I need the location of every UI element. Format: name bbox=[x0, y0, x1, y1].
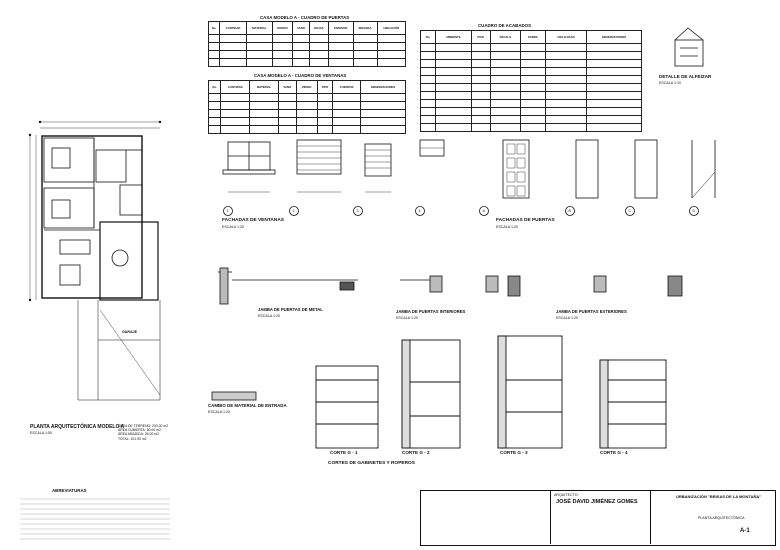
fachadas-ventanas-title: FACHADAS DE VENTANAS bbox=[222, 218, 285, 223]
corte-g4-title: CORTE G - 4 bbox=[600, 450, 628, 455]
finishes-table-title: CUADRO DE ACABADOS bbox=[478, 23, 532, 28]
sheet-number: A-1 bbox=[740, 528, 750, 534]
table-row bbox=[419, 75, 642, 84]
jamba-interiores-scale: ESCALA 1:20 bbox=[396, 316, 418, 320]
plan-scale: ESCALA 1:50 bbox=[30, 431, 52, 435]
cambio-material-scale: ESCALA 1:20 bbox=[208, 410, 230, 414]
jamba-metal-scale: ESCALA 1:20 bbox=[258, 314, 280, 318]
title-block-revisions bbox=[420, 490, 551, 544]
jamba-metal-title: JAMBA DE PUERTAS DE METAL bbox=[258, 307, 323, 312]
alfeizar-scale: ESCALA 1:10 bbox=[659, 81, 681, 85]
door-letter-d: D bbox=[692, 208, 696, 213]
garage-label: GARAJE bbox=[122, 330, 137, 334]
doors-schedule: No. CANTIDAD MATERIAL MARCO VANO HOJAS E… bbox=[207, 21, 407, 67]
architect-label: ARQUITECTO: bbox=[554, 493, 579, 497]
fachadas-puertas-scale: ESCALA 1:20 bbox=[496, 225, 518, 229]
area-total: TOTAL: 101.00 m2 bbox=[118, 436, 147, 441]
sheet-content: PLANTA ARQUITECTÓNICA bbox=[698, 516, 745, 520]
area-cubierta: ÁREA CUBIERTA: 80.00 m2 bbox=[118, 428, 161, 433]
alfeizar-title: DETALLE DE ALFEIZAR bbox=[659, 74, 712, 79]
door-letter-b: B bbox=[568, 208, 571, 213]
fachadas-puertas-title: FACHADAS DE PUERTAS bbox=[496, 218, 555, 223]
cortes-gabinetes-title: CORTES DE GABINETES Y ROPEROS bbox=[328, 461, 415, 466]
table-row bbox=[207, 58, 407, 67]
architect-name: JOSÉ DAVID JIMÉNEZ GOMES bbox=[556, 499, 638, 505]
window-num-2: 2 bbox=[292, 208, 295, 213]
win-h-vidrio: VIDRIO bbox=[295, 80, 318, 94]
corte-g1-title: CORTE G - 1 bbox=[330, 450, 358, 455]
plan-areas: ÁREA DE TERRENO: 200.00 m2 ÁREA CUBIERTA… bbox=[118, 424, 168, 441]
doors-table-title: CASA MODELO A - CUADRO DE PUERTAS bbox=[260, 15, 350, 20]
jamba-exteriores-scale: ESCALA 1:20 bbox=[556, 316, 578, 320]
area-anadida: ÁREA AÑADIDA: 26.00 m2 bbox=[118, 432, 159, 437]
plan-title: PLANTA ARQUITECTÓNICA MODELO A bbox=[30, 424, 125, 430]
table-row bbox=[419, 123, 642, 132]
door-letter-a: A bbox=[482, 208, 485, 213]
title-block-architect bbox=[550, 490, 651, 544]
window-num-3: 3 bbox=[356, 208, 359, 213]
jamba-interiores-title: JAMBA DE PUERTAS INTERIORES bbox=[396, 309, 466, 314]
title-block bbox=[420, 490, 776, 546]
cambio-material-title: CAMBIO DE MATERIAL DE ENTRADA bbox=[208, 403, 287, 408]
fachadas-ventanas-scale: ESCALA 1:20 bbox=[222, 225, 244, 229]
table-row bbox=[207, 101, 407, 110]
window-num-1: 1 bbox=[226, 208, 229, 213]
jamba-exteriores-title: JAMBA DE PUERTAS EXTERIORES bbox=[556, 309, 627, 314]
table-row bbox=[419, 115, 642, 124]
table-row bbox=[207, 42, 407, 51]
area-terreno: ÁREA DE TERRENO: 200.00 m2 bbox=[118, 424, 169, 428]
abreviaturas-title: ABREVIATURAS bbox=[52, 488, 87, 493]
windows-table-title: CASA MODELO A - CUADRO DE VENTANAS bbox=[254, 73, 347, 78]
finishes-schedule: No. AMBIENTE PISO ZÓCALO PARED CIELO RAS… bbox=[419, 30, 642, 132]
urbanizacion-name: URBANIZACIÓN "BRISAS DE LA MONTAÑA" bbox=[676, 494, 762, 499]
table-row bbox=[419, 91, 642, 100]
door-letter-c: C bbox=[628, 208, 632, 213]
windows-schedule: No. CANTIDAD MATERIAL VANO VIDRIO TIPO C… bbox=[207, 80, 407, 134]
corte-g2-title: CORTE G - 2 bbox=[402, 450, 430, 455]
window-num-4: 4 bbox=[418, 208, 421, 213]
corte-g3-title: CORTE G - 3 bbox=[500, 450, 528, 455]
win-h-vano: VANO bbox=[277, 80, 297, 94]
table-row bbox=[207, 125, 407, 134]
